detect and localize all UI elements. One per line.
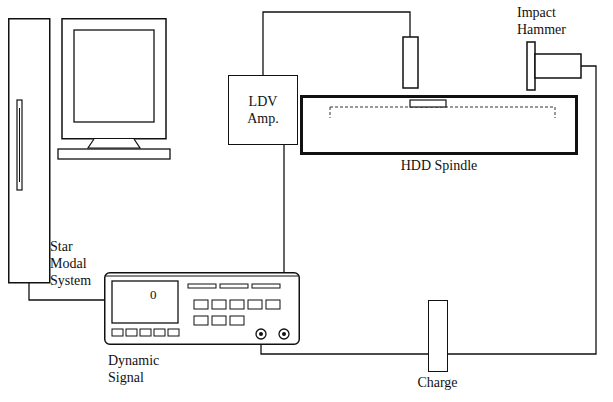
computer-illustration <box>8 18 168 283</box>
hammer-label: Impact Hammer <box>517 4 590 38</box>
ldv-head <box>403 37 418 88</box>
impact-hammer: Impact Hammer <box>515 2 590 90</box>
analyzer-illustration <box>104 272 300 345</box>
system-label: Star Modal System <box>50 238 104 289</box>
spindle-box: HDD Spindle <box>300 95 578 155</box>
charge-label: Charge <box>397 374 478 391</box>
signal-analyzer: Dynamic Signal <box>104 272 300 345</box>
signal-cable <box>283 145 284 272</box>
sensor-cable <box>263 12 410 75</box>
display-readout: 0 <box>150 287 157 302</box>
amplifier-label: LDV Amp. <box>240 93 286 127</box>
charge-amplifier: Charge <box>428 300 448 372</box>
analyzer-label: Dynamic Signal <box>108 352 178 386</box>
spindle-illustration <box>303 98 575 152</box>
computer-node: Star Modal System <box>8 18 168 283</box>
signal-cable <box>261 345 428 354</box>
signal-cable <box>448 66 596 354</box>
amplifier-box: LDV Amp. <box>228 75 298 145</box>
spindle-label: HDD Spindle <box>303 157 575 174</box>
